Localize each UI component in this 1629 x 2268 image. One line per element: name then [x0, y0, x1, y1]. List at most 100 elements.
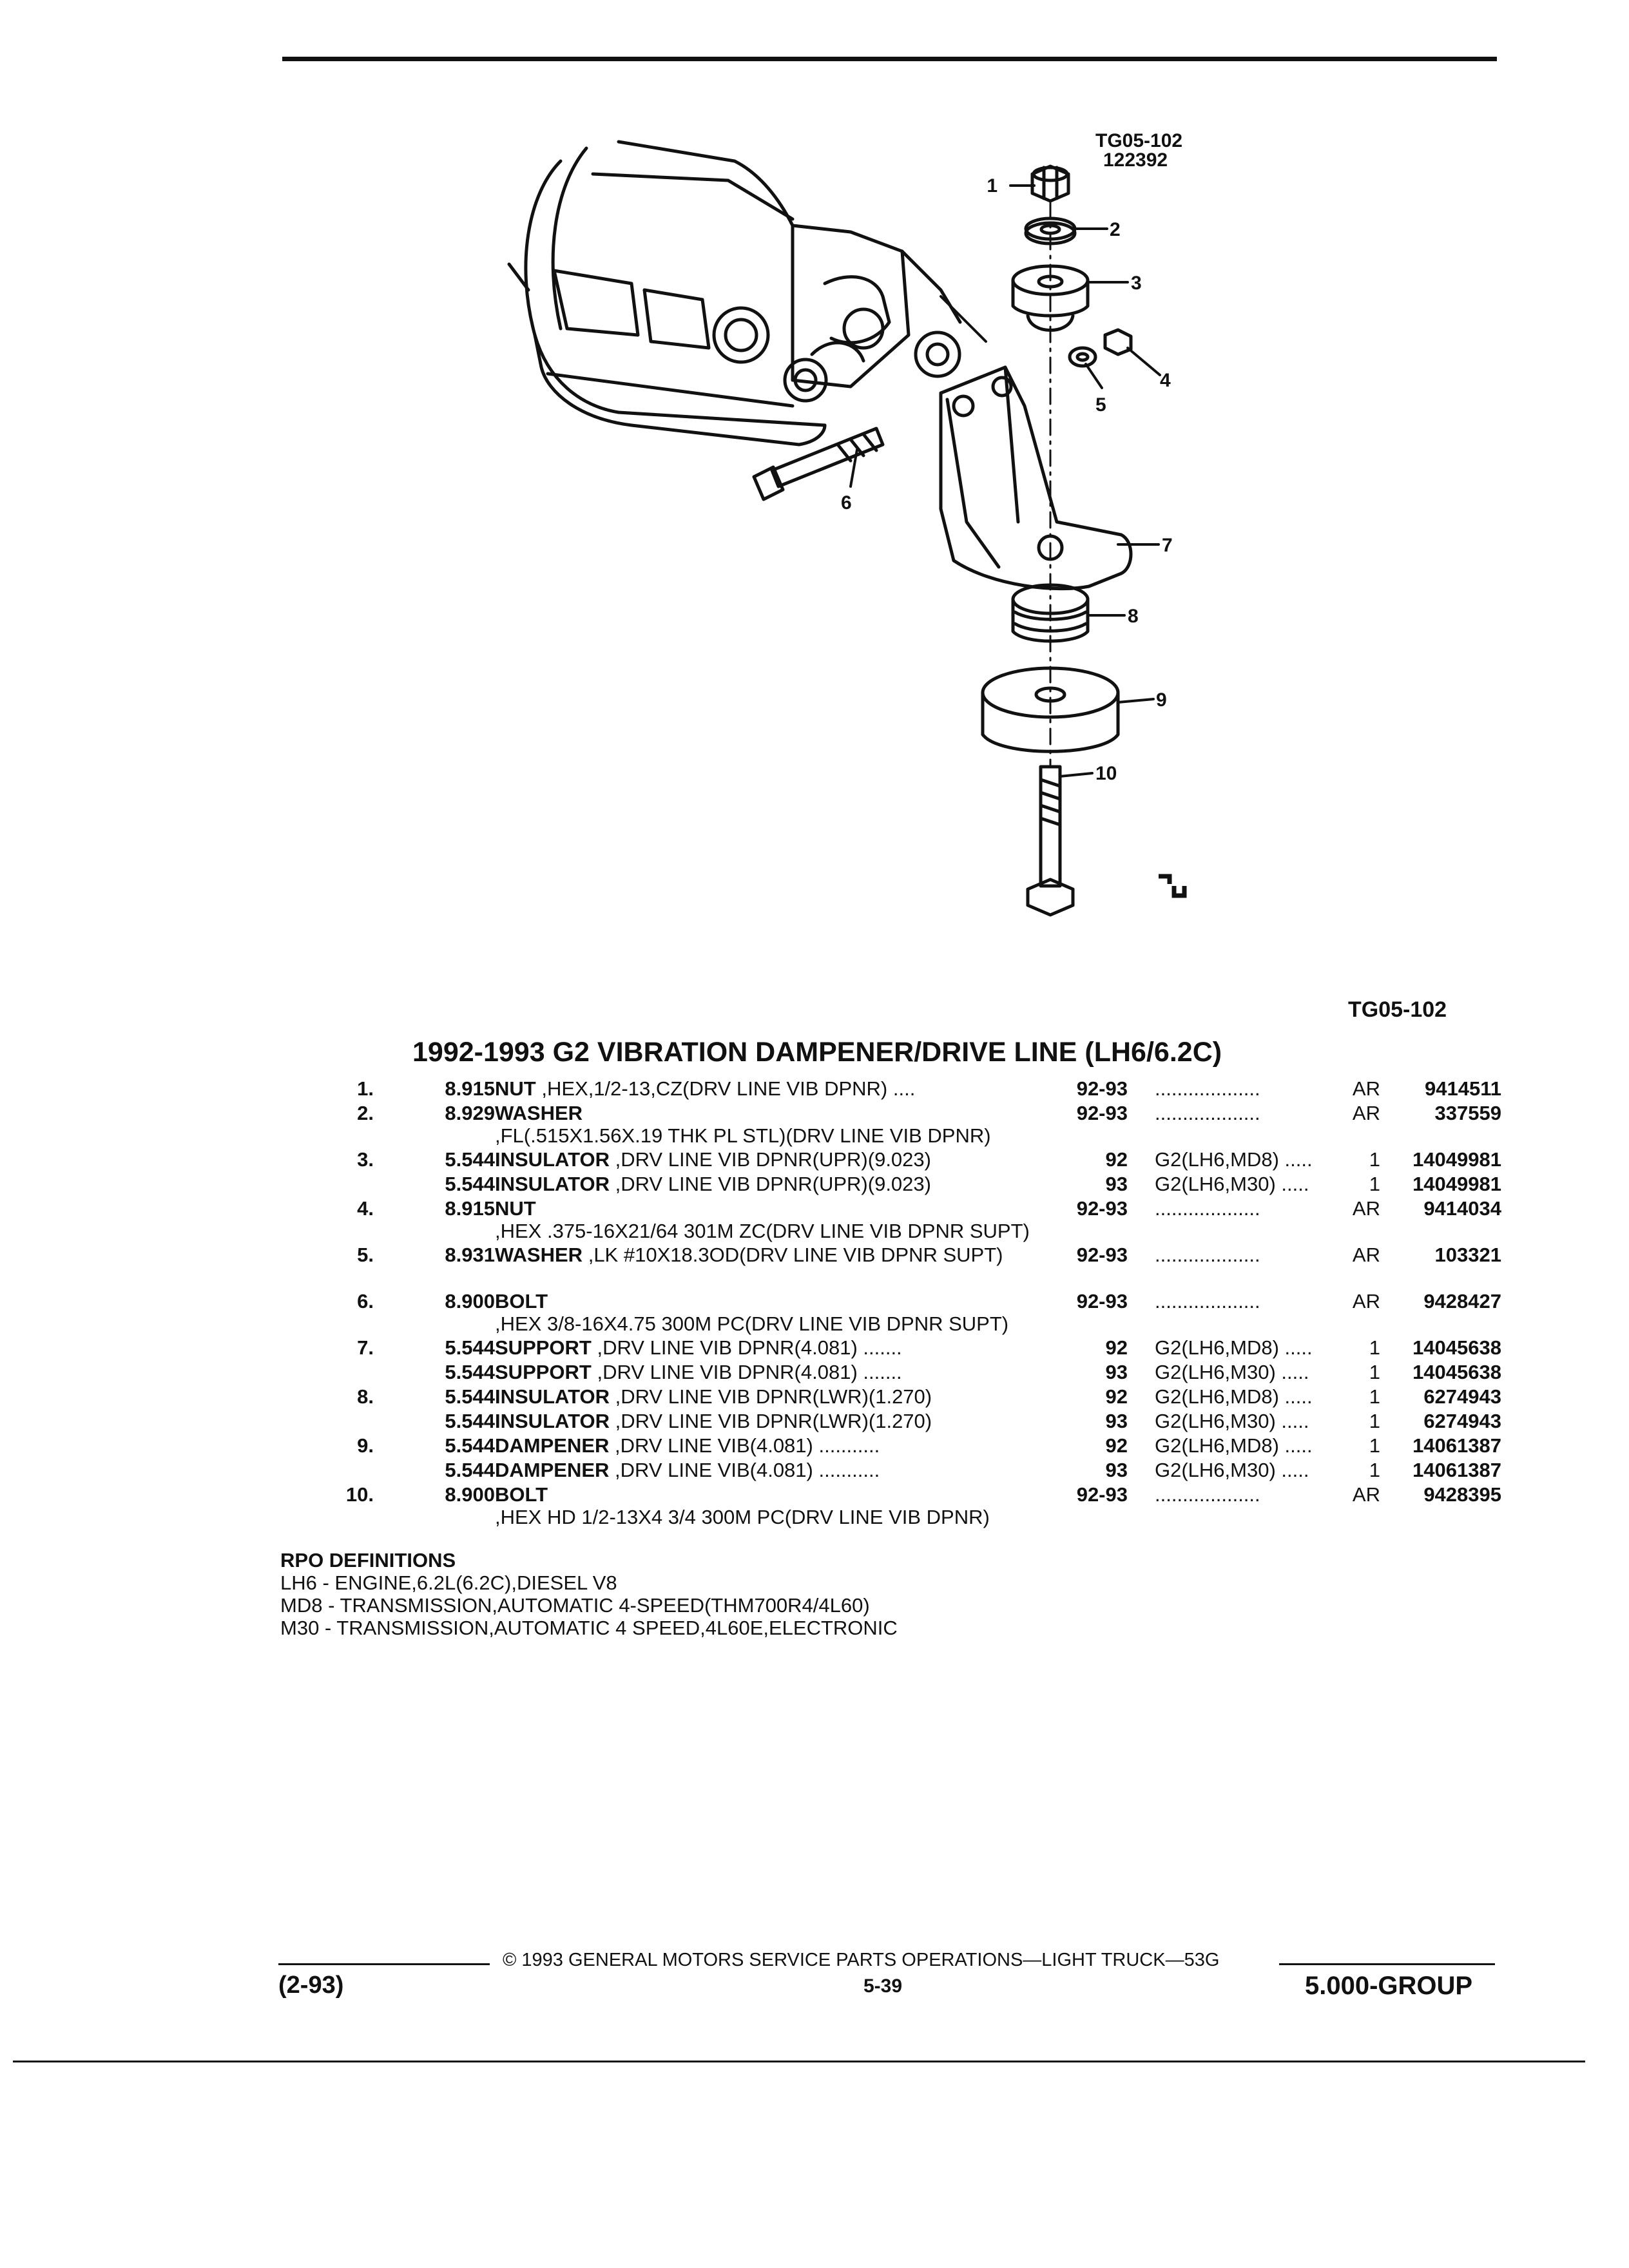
part-number: 9428395: [1423, 1483, 1501, 1506]
bolt-10-illustration: [1026, 765, 1075, 917]
washer-5-illustration: [1068, 346, 1097, 368]
quantity: AR: [1352, 1483, 1380, 1506]
model-year: 92-93: [1076, 1244, 1128, 1266]
part-detail: ,DRV LINE VIB(4.081) ...........: [615, 1459, 880, 1481]
callout-5: 5: [1095, 394, 1106, 416]
quantity: AR: [1352, 1244, 1380, 1266]
model-year: 92-93: [1076, 1483, 1128, 1506]
part-number: 14049981: [1412, 1148, 1501, 1171]
part-detail: ,DRV LINE VIB DPNR(LWR)(1.270): [615, 1410, 932, 1432]
part-detail: ,DRV LINE VIB DPNR(LWR)(1.270): [615, 1385, 932, 1408]
callout-6: 6: [841, 492, 852, 514]
part-name: INSULATOR: [495, 1410, 610, 1432]
part-name: NUT: [495, 1077, 536, 1100]
application: G2(LH6,MD8) .....: [1155, 1385, 1313, 1408]
group-number: 5.544: [445, 1361, 495, 1383]
transmission-housing-illustration: [507, 140, 962, 447]
nut-1-illustration: [1030, 164, 1070, 203]
nut-4-illustration: [1103, 328, 1133, 356]
application: G2(LH6,MD8) .....: [1155, 1336, 1313, 1359]
part-description: DAMPENER ,DRV LINE VIB(4.081) ..........…: [495, 1459, 1023, 1481]
quantity: 1: [1369, 1459, 1380, 1481]
group-number: 8.900: [445, 1483, 495, 1506]
part-number: 9414034: [1423, 1197, 1501, 1220]
callout-9: 9: [1156, 689, 1167, 711]
rpo-definition: LH6 - ENGINE,6.2L(6.2C),DIESEL V8: [280, 1571, 617, 1594]
item-number: 10.: [345, 1483, 374, 1506]
part-name: INSULATOR: [495, 1173, 610, 1195]
item-number: 7.: [357, 1336, 374, 1359]
callout-1: 1: [987, 175, 998, 197]
model-year: 92: [1105, 1434, 1128, 1457]
callout-10: 10: [1095, 763, 1117, 784]
part-description: WASHER ,FL(.515X1.56X.19 THK PL STL)(DRV…: [495, 1102, 1023, 1147]
group-number: 8.915: [445, 1077, 495, 1100]
part-detail: ,DRV LINE VIB DPNR(UPR)(9.023): [615, 1173, 931, 1195]
quantity: AR: [1352, 1197, 1380, 1220]
part-description: INSULATOR ,DRV LINE VIB DPNR(LWR)(1.270): [495, 1385, 1023, 1408]
group-number: 8.929: [445, 1102, 495, 1124]
quantity: AR: [1352, 1102, 1380, 1124]
footer-copyright: © 1993 GENERAL MOTORS SERVICE PARTS OPER…: [503, 1950, 1220, 1970]
footer-rule-left: [278, 1963, 490, 1965]
group-number: 5.544: [445, 1385, 495, 1408]
part-description: INSULATOR ,DRV LINE VIB DPNR(UPR)(9.023): [495, 1148, 1023, 1171]
rpo-definitions: RPO DEFINITIONS LH6 - ENGINE,6.2L(6.2C),…: [280, 1549, 898, 1639]
quantity: 1: [1369, 1434, 1380, 1457]
figure-ref-bottom: TG05-102: [1348, 997, 1447, 1022]
quantity: 1: [1369, 1336, 1380, 1359]
part-description: SUPPORT ,DRV LINE VIB DPNR(4.081) ......…: [495, 1336, 1023, 1359]
model-year: 92: [1105, 1148, 1128, 1171]
application: ...................: [1155, 1102, 1260, 1124]
callout-7: 7: [1162, 535, 1173, 556]
model-year: 92-93: [1076, 1102, 1128, 1124]
part-number: 14061387: [1412, 1459, 1501, 1481]
part-name: DAMPENER: [495, 1434, 610, 1457]
application: G2(LH6,MD8) .....: [1155, 1148, 1313, 1171]
part-number: 6274943: [1423, 1410, 1501, 1432]
part-detail: ,HEX HD 1/2-13X4 3/4 300M PC(DRV LINE VI…: [495, 1506, 990, 1528]
quantity: 1: [1369, 1385, 1380, 1408]
item-number: 2.: [357, 1102, 374, 1124]
callout-3: 3: [1131, 273, 1142, 294]
model-year: 92-93: [1076, 1077, 1128, 1100]
part-description: BOLT ,HEX HD 1/2-13X4 3/4 300M PC(DRV LI…: [495, 1483, 1023, 1528]
quantity: 1: [1369, 1148, 1380, 1171]
figure-number: TG05-102: [1095, 130, 1183, 151]
application: G2(LH6,M30) .....: [1155, 1173, 1309, 1195]
item-number: 6.: [357, 1290, 374, 1312]
part-description: INSULATOR ,DRV LINE VIB DPNR(UPR)(9.023): [495, 1173, 1023, 1195]
application: ...................: [1155, 1483, 1260, 1506]
part-name: DAMPENER: [495, 1459, 610, 1481]
rpo-definition: M30 - TRANSMISSION,AUTOMATIC 4 SPEED,4L6…: [280, 1617, 898, 1639]
part-name: BOLT: [495, 1483, 548, 1506]
part-detail: ,DRV LINE VIB(4.081) ...........: [615, 1434, 880, 1457]
footer-rule-right: [1279, 1963, 1495, 1965]
quantity: 1: [1369, 1361, 1380, 1383]
part-description: WASHER ,LK #10X18.3OD(DRV LINE VIB DPNR …: [495, 1244, 1023, 1266]
model-year: 93: [1105, 1173, 1128, 1195]
bolt-6-illustration: [752, 427, 885, 501]
part-description: DAMPENER ,DRV LINE VIB(4.081) ..........…: [495, 1434, 1023, 1457]
item-number: 9.: [357, 1434, 374, 1457]
part-detail: ,DRV LINE VIB DPNR(4.081) .......: [597, 1336, 902, 1359]
part-description: SUPPORT ,DRV LINE VIB DPNR(4.081) ......…: [495, 1361, 1023, 1383]
application: ...................: [1155, 1077, 1260, 1100]
part-detail: ,HEX .375-16X21/64 301M ZC(DRV LINE VIB …: [495, 1220, 1030, 1242]
bottom-rule: [13, 2061, 1585, 2062]
part-number: 9428427: [1423, 1290, 1501, 1312]
application: G2(LH6,M30) .....: [1155, 1361, 1309, 1383]
gm-mark: [1159, 874, 1187, 898]
exploded-view-diagram: 1 2 3 4 5 6 7 8 9 10: [507, 140, 1187, 917]
part-detail: ,DRV LINE VIB DPNR(4.081) .......: [597, 1361, 902, 1383]
part-description: INSULATOR ,DRV LINE VIB DPNR(LWR)(1.270): [495, 1410, 1023, 1432]
group-number: 5.544: [445, 1410, 495, 1432]
part-name: BOLT: [495, 1290, 548, 1312]
part-detail: ,HEX,1/2-13,CZ(DRV LINE VIB DPNR) ....: [541, 1077, 916, 1100]
part-detail: ,FL(.515X1.56X.19 THK PL STL)(DRV LINE V…: [495, 1124, 991, 1147]
part-detail: ,HEX 3/8-16X4.75 300M PC(DRV LINE VIB DP…: [495, 1312, 1009, 1335]
item-number: 8.: [357, 1385, 374, 1408]
callout-2: 2: [1110, 219, 1121, 240]
group-number: 8.931: [445, 1244, 495, 1266]
model-year: 92: [1105, 1336, 1128, 1359]
